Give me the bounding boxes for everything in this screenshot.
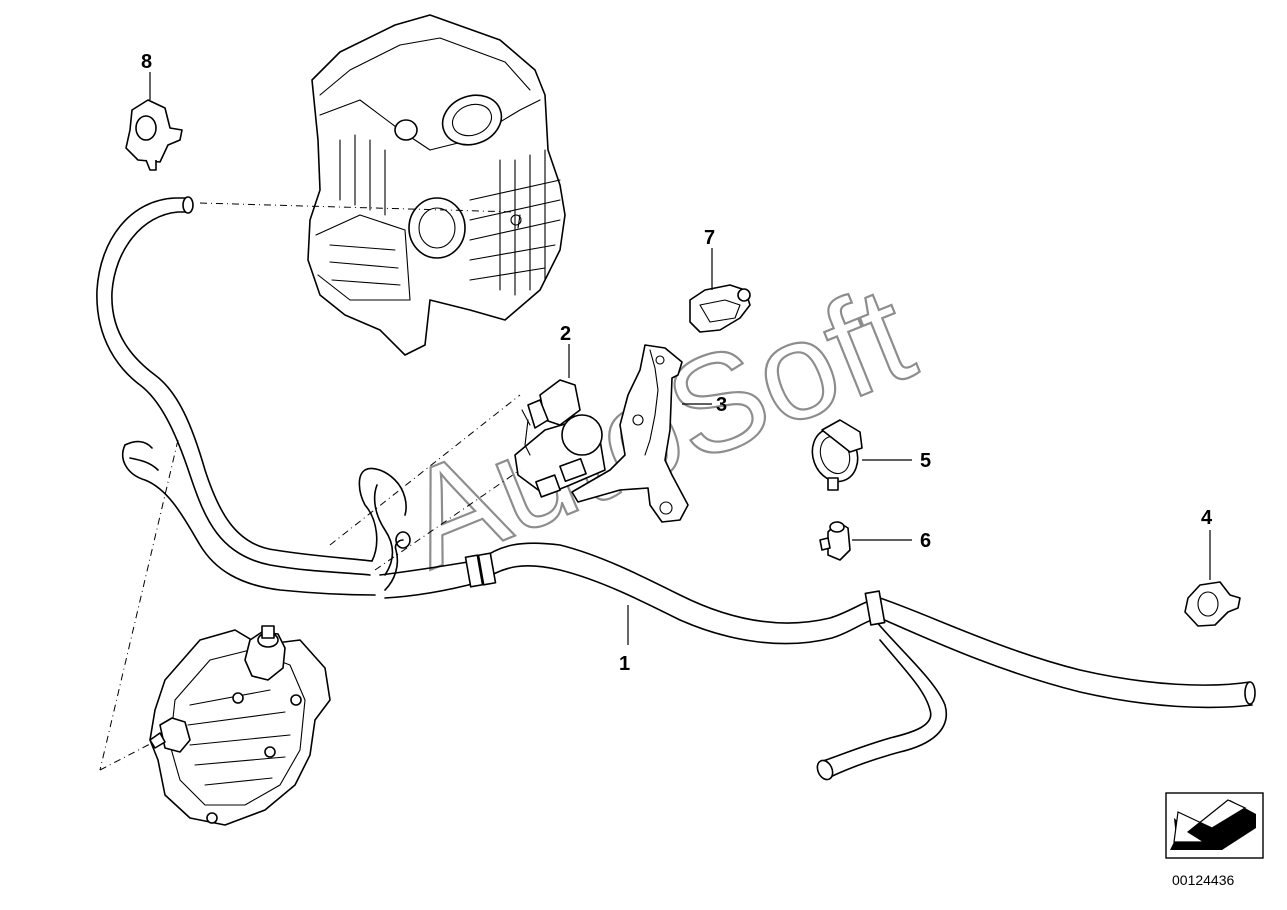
callout-6: 6 [920,530,931,552]
clamp-7 [689,284,751,333]
connector-6 [819,521,851,561]
callout-1: 1 [619,653,630,675]
callout-8: 8 [141,51,152,73]
callout-labels: 8 7 2 3 5 6 1 4 [141,51,1213,675]
document-number: 00124436 [1172,872,1235,888]
nav-arrow-box[interactable] [1165,792,1264,859]
clip-8 [125,99,183,171]
callout-5: 5 [920,450,931,472]
callout-3: 3 [716,394,727,416]
clamp-5 [811,419,863,491]
callout-4: 4 [1201,507,1213,529]
electric-valve [514,379,606,498]
callout-7: 7 [704,227,715,249]
reference-lines [99,202,521,771]
air-filter-housing [307,14,566,356]
arrow-down-left-icon [1170,799,1256,850]
vacuum-pump [149,625,331,826]
callout-2: 2 [560,323,571,345]
vacuum-hose [96,196,1256,781]
clip-4 [1184,581,1241,627]
leader-lines [149,72,1211,645]
bracket [571,344,689,523]
